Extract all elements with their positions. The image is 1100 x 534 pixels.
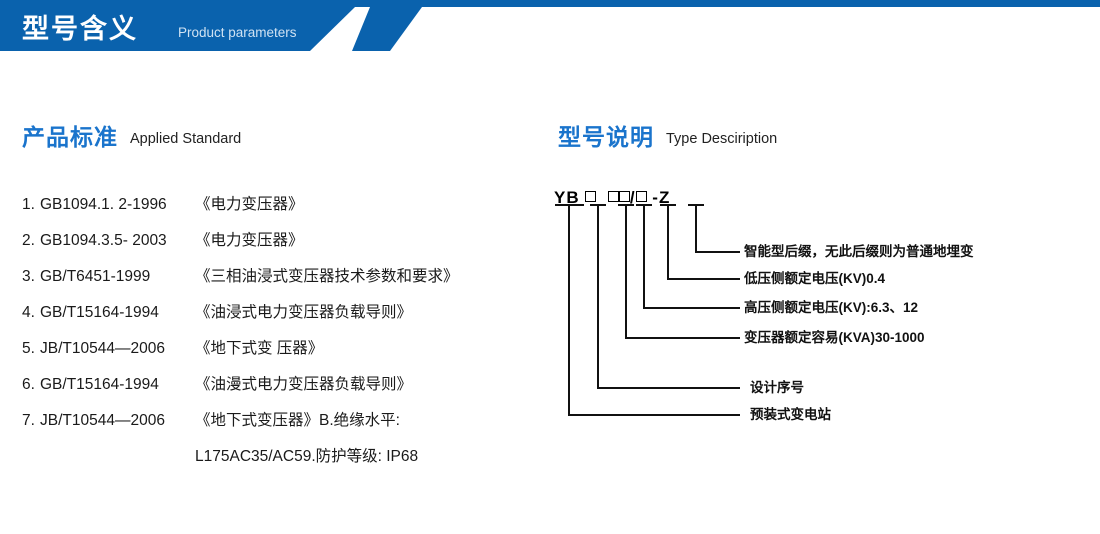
type-code-separator: / [629,188,636,207]
type-code-diagram: YB / -Z 智能型后缀，无此后缀则为普通地埋变 低 [540,186,1090,436]
list-item: 7. JB/T10544—2006 《地下式变压器》B.绝缘水平: [22,408,542,444]
standard-name: 《电力变压器》 [195,196,304,213]
standard-code: GB/T6451-1999 [40,268,151,285]
code-box-4 [635,191,647,202]
standard-code: JB/T10544—2006 [40,412,165,429]
standard-continuation-indent [22,444,195,480]
standard-number: 3. [22,268,35,285]
standard-number: 2. [22,232,35,249]
list-item: 2. GB1094.3.5- 2003 《电力变压器》 [22,228,542,264]
standard-continuation-row: L175AC35/AC59.防护等级: IP68 [22,444,542,480]
callout-label-design-serial: 设计序号 [750,380,804,395]
standard-number: 7. [22,412,35,429]
standard-name: 《电力变压器》 [195,232,304,249]
standard-name: 《油浸式电力变压器负载导则》 [195,304,413,321]
standard-number: 1. [22,196,35,213]
banner-underline [0,0,1100,7]
banner-title: 型号含义 [22,14,138,44]
callout-label-prefab-substation: 预装式变电站 [750,407,831,422]
standard-number: 6. [22,376,35,393]
standard-number: 4. [22,304,35,321]
banner-shape [0,7,355,51]
callout-label-lv-rated-voltage: 低压侧额定电压(KV)0.4 [744,271,886,286]
standard-name: 《地下式变 压器》 [195,340,324,357]
standard-name: 《地下式变压器》B.绝缘水平: [195,412,400,429]
standard-name: 《三相油浸式变压器技术参数和要求》 [195,268,459,285]
callout-label-intelligent-suffix: 智能型后缀，无此后缀则为普通地埋变 [744,244,974,259]
standard-code: JB/T10544—2006 [40,340,165,357]
callout-label-hv-rated-voltage: 高压侧额定电压(KV):6.3、12 [744,300,919,315]
type-code-prefix: YB [554,188,580,207]
list-item: 5. JB/T10544—2006 《地下式变 压器》 [22,336,542,372]
code-box-2 [607,191,619,202]
standard-code: GB/T15164-1994 [40,376,159,393]
list-item: 1. GB1094.1. 2-1996 《电力变压器》 [22,192,542,228]
type-code-dash: - [652,188,659,207]
standard-code: GB1094.3.5- 2003 [40,232,167,249]
list-item: 6. GB/T15164-1994 《油漫式电力变压器负载导则》 [22,372,542,408]
list-item: 4. GB/T15164-1994 《油浸式电力变压器负载导则》 [22,300,542,336]
type-code-string: YB / -Z [554,188,670,208]
standard-number: 5. [22,340,35,357]
applied-standard-heading-en: Applied Standard [130,131,242,147]
code-box-3 [618,191,630,202]
type-code-suffix: Z [658,188,671,207]
standard-code: GB1094.1. 2-1996 [40,196,167,213]
leader-lines [555,204,740,416]
callout-label-rated-capacity: 变压器额定容易(KVA)30-1000 [744,330,925,345]
applied-standard-heading-cn: 产品标准 [22,124,118,150]
standard-name: 《油漫式电力变压器负载导则》 [195,376,413,393]
standard-continuation-text: L175AC35/AC59.防护等级: IP68 [195,448,419,465]
type-description-heading: 型号说明 Type Desciription [558,118,777,152]
standards-list: 1. GB1094.1. 2-1996 《电力变压器》 2. GB1094.3.… [22,192,542,480]
banner-subtitle: Product parameters [178,25,297,40]
applied-standard-heading: 产品标准 Applied Standard [22,118,241,152]
type-description-heading-en: Type Desciription [666,131,778,147]
standard-code: GB/T15164-1994 [40,304,159,321]
list-item: 3. GB/T6451-1999 《三相油浸式变压器技术参数和要求》 [22,264,542,300]
type-description-heading-cn: 型号说明 [558,124,654,150]
banner-accent-parallelogram [352,7,422,51]
page-banner: 型号含义 Product parameters [0,0,1100,58]
code-box-1 [585,191,597,202]
